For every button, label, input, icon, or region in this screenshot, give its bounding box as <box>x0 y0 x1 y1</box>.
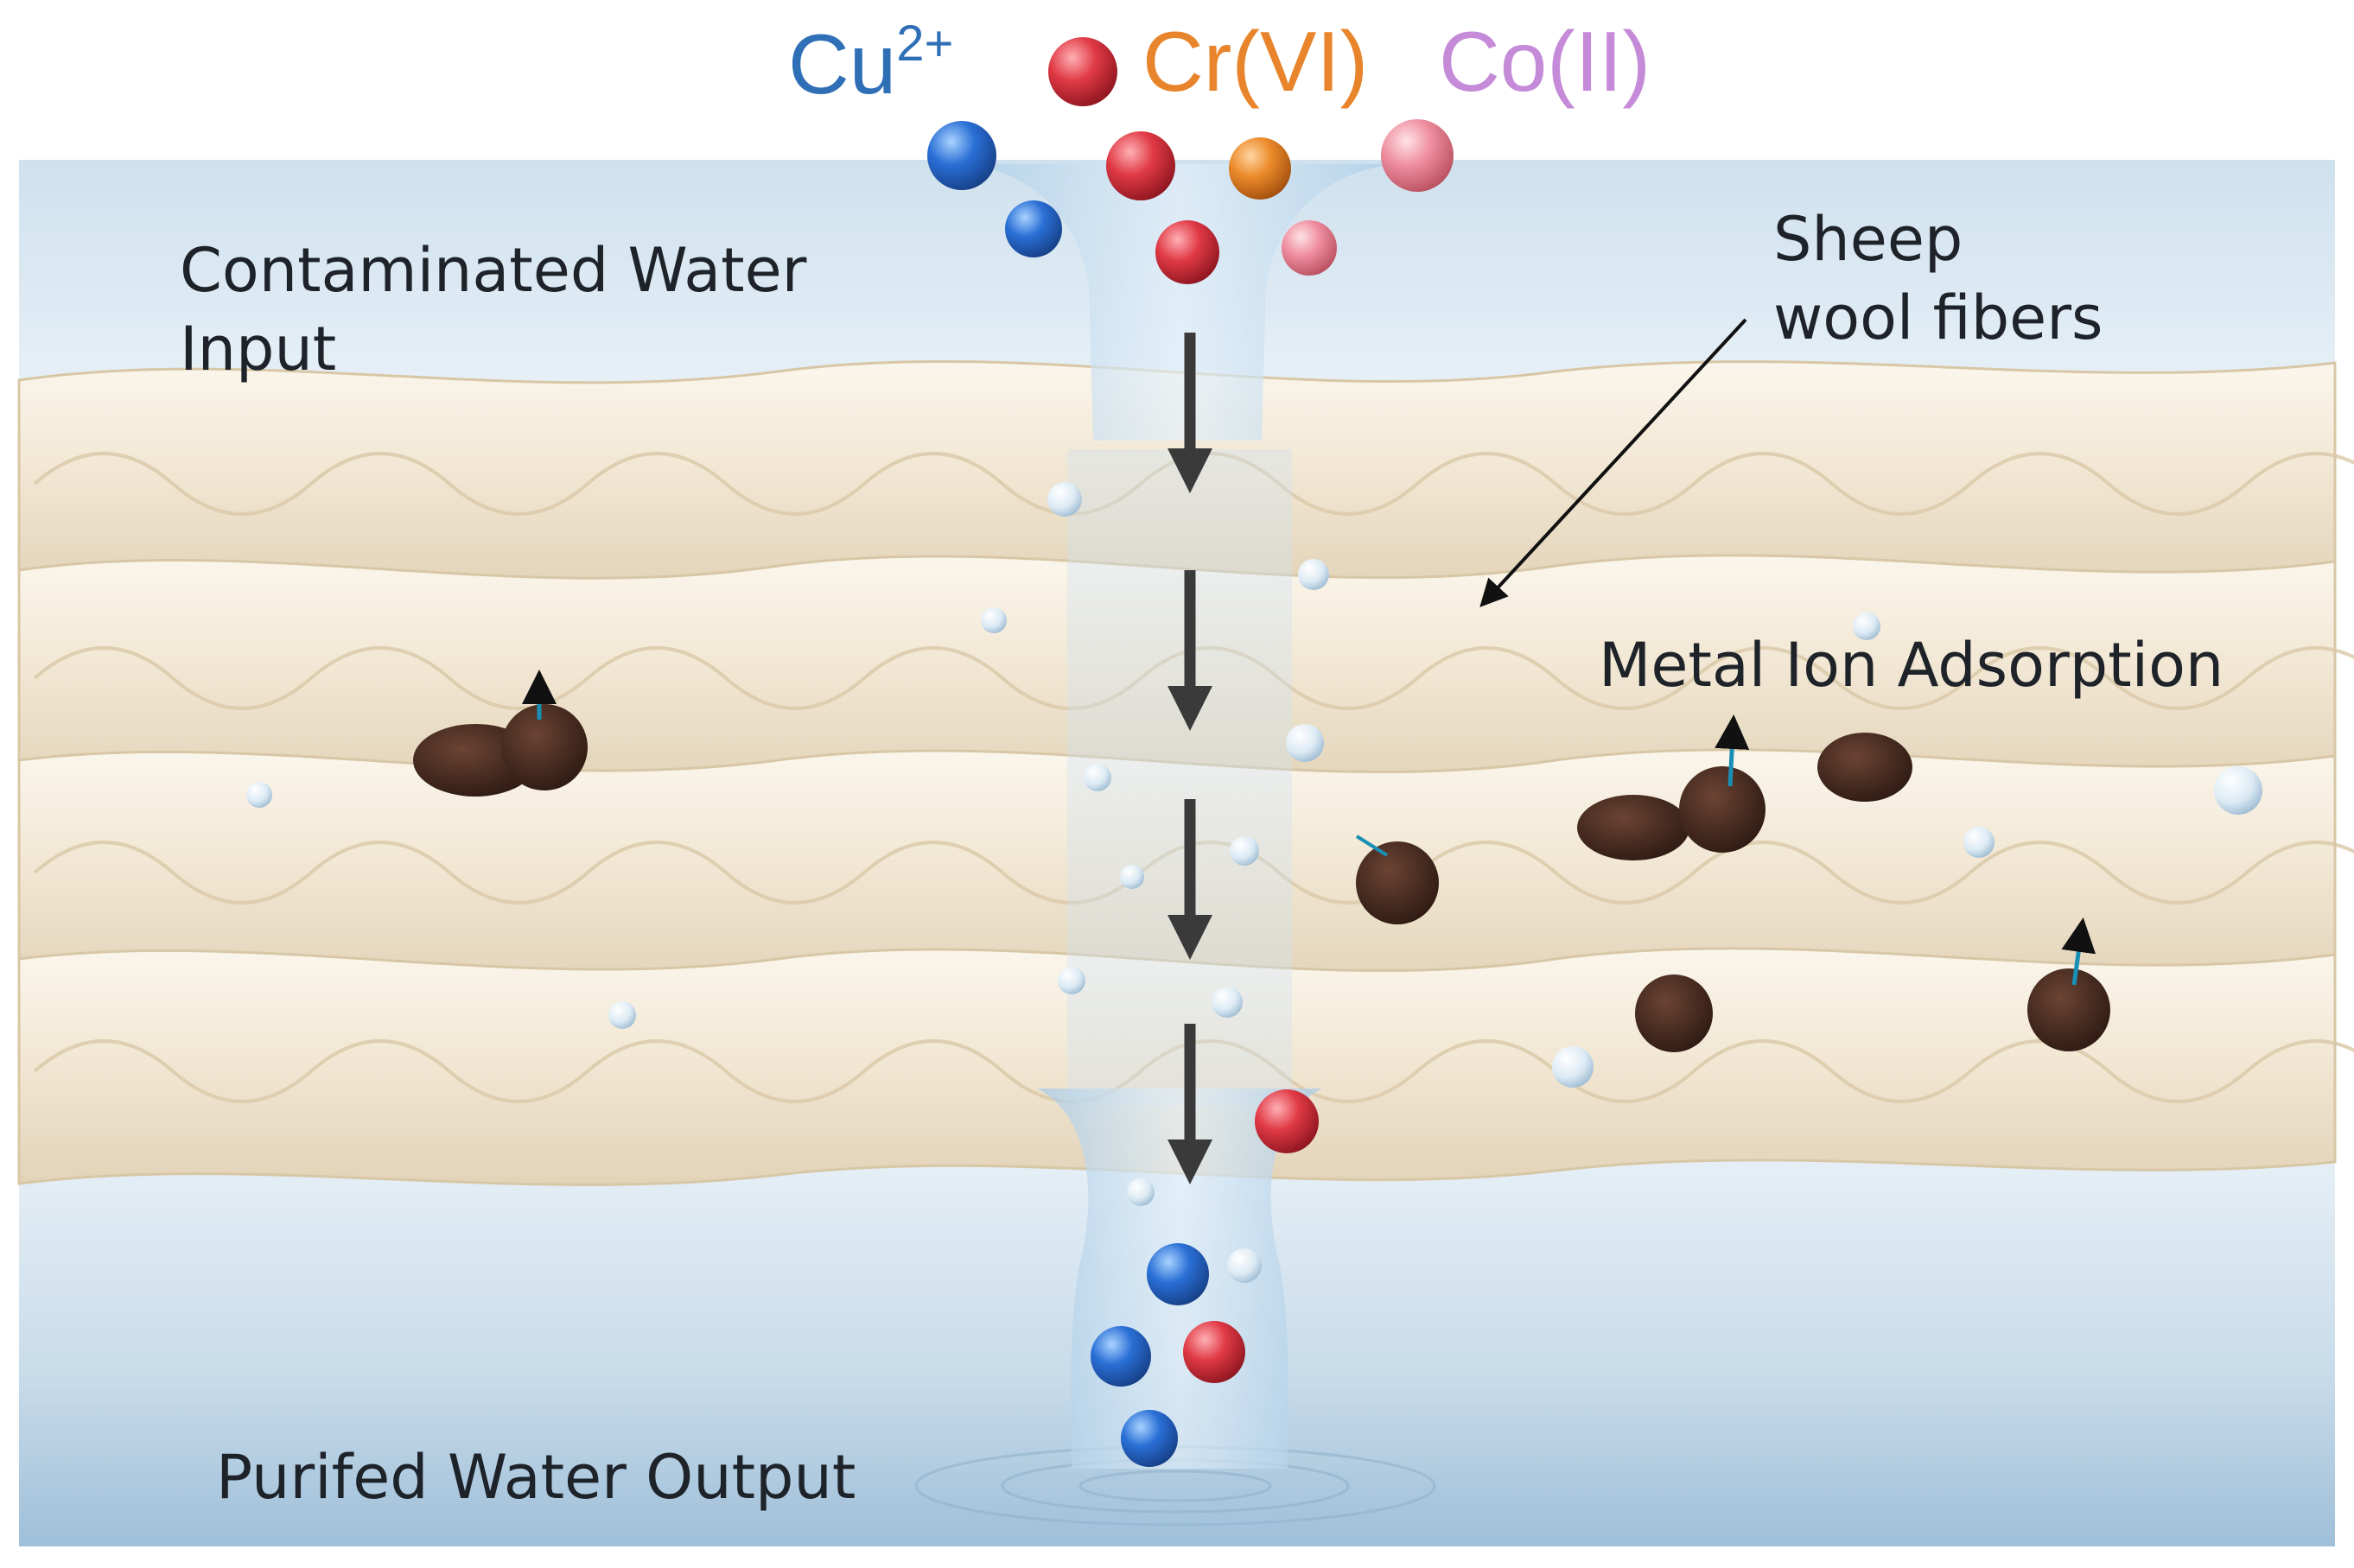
copper-ion <box>1005 200 1062 257</box>
incoming-ions <box>927 119 1454 284</box>
chromium-ion <box>1229 137 1291 200</box>
bubble <box>1047 482 1082 517</box>
input-label-line2: Input <box>180 314 337 384</box>
adsorbed-clump <box>1356 841 1439 924</box>
input-label: Contaminated Water Input <box>180 232 806 389</box>
water-ripple <box>1078 1470 1272 1502</box>
bubble <box>1286 724 1324 762</box>
bond-arrow <box>1715 714 1750 787</box>
bubble <box>1963 827 1995 858</box>
adsorbed-metal-ions <box>413 670 2110 1052</box>
bubble <box>608 1001 636 1029</box>
adsorbed-clump <box>501 704 588 790</box>
chromium-ion <box>1106 131 1175 200</box>
fibers-label-line1: Sheep <box>1773 204 1963 275</box>
bubble <box>1853 613 1880 640</box>
fiber-pointer-line <box>1479 318 1747 607</box>
fibers-label-line2: wool fibers <box>1773 282 2103 353</box>
bond-arrow <box>1355 835 1389 857</box>
water-bubbles <box>246 482 2262 1283</box>
cobalt-ion <box>1282 220 1337 276</box>
output-ions <box>1091 1089 1319 1467</box>
bubble <box>1227 1248 1262 1283</box>
bubble <box>981 607 1007 633</box>
bubble <box>1127 1178 1155 1206</box>
adsorbed-clump <box>1577 795 1689 860</box>
legend-chromium: Cr(VI) <box>1142 19 1368 104</box>
wool-strand <box>17 947 2337 1186</box>
legend-copper: Cu2+ <box>788 16 954 107</box>
bubble <box>246 782 272 808</box>
legend-cobalt: Co(II) <box>1439 19 1651 104</box>
bubble <box>1230 836 1259 866</box>
legend-chromium-label: Cr(VI) <box>1142 14 1369 109</box>
input-label-line1: Contaminated Water <box>180 235 807 306</box>
legend-copper-label: Cu <box>788 16 897 111</box>
adsorbed-clump <box>2027 968 2110 1051</box>
fibers-label: Sheep wool fibers <box>1773 200 2103 358</box>
cobalt-ion <box>1381 119 1454 192</box>
bubble <box>1084 764 1111 791</box>
adsorbed-clump <box>1679 766 1766 853</box>
copper-ion <box>1147 1243 1209 1305</box>
bubble <box>2214 766 2262 815</box>
bubble <box>1120 865 1144 889</box>
adsorption-label: Metal Ion Adsorption <box>1599 630 2224 701</box>
chromium-ion <box>1255 1089 1319 1153</box>
bubble <box>1058 967 1085 994</box>
copper-ion <box>1121 1410 1178 1467</box>
chromium-ion <box>1183 1321 1245 1383</box>
legend-cobalt-label: Co(II) <box>1439 14 1651 109</box>
bond-arrow <box>2061 917 2096 986</box>
bubble <box>1212 987 1243 1018</box>
water-stream-top <box>959 164 1400 441</box>
bubble <box>1298 559 1329 590</box>
adsorbed-clump <box>1635 974 1713 1052</box>
bubble <box>1552 1046 1594 1088</box>
legend-red-dot <box>1048 37 1117 106</box>
chromium-ion <box>1155 220 1219 284</box>
legend-copper-charge: 2+ <box>896 16 954 72</box>
copper-ion <box>1091 1326 1151 1387</box>
output-label: Purifed Water Output <box>216 1442 856 1513</box>
copper-ion <box>927 121 996 190</box>
adsorbed-clump <box>1817 733 1912 802</box>
